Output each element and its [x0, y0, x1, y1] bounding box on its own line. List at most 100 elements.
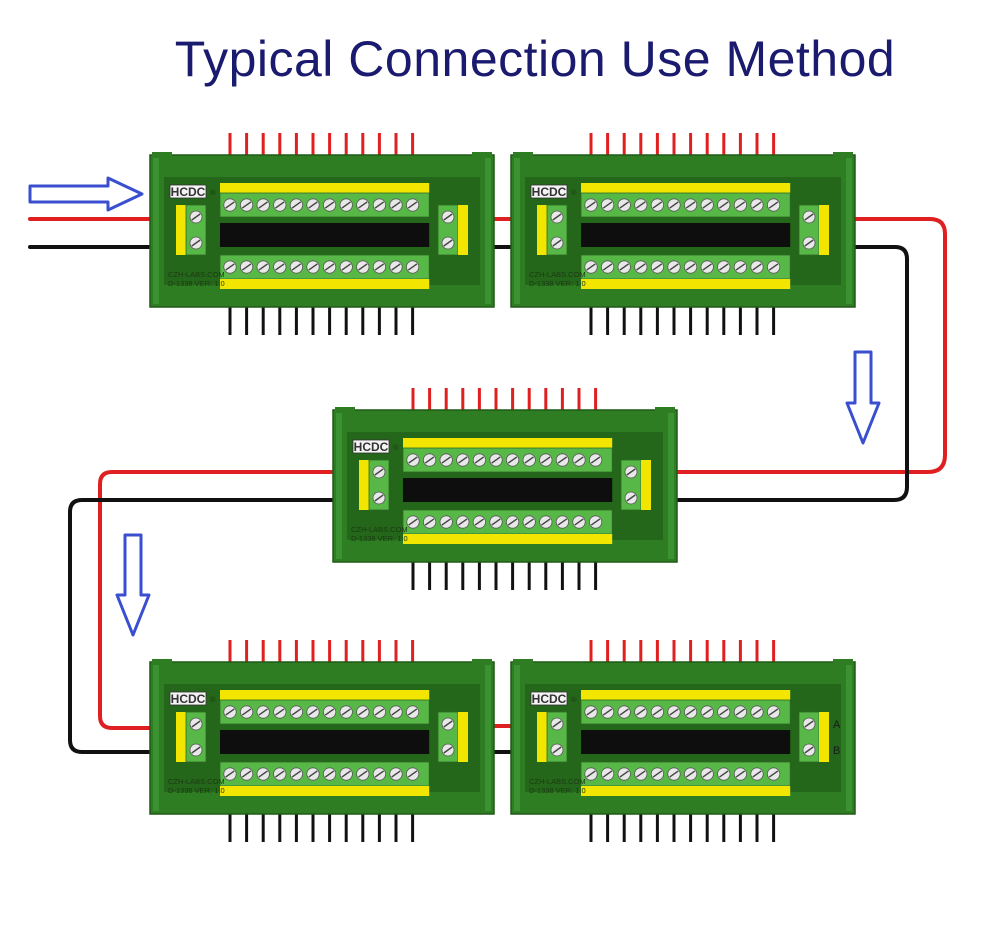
screw-slot — [702, 263, 712, 271]
lower-terminal-yellow — [403, 534, 613, 544]
brand-label: HCDC — [532, 185, 567, 199]
lower-screw — [406, 515, 420, 529]
lower-screw — [423, 515, 437, 529]
lower-screw — [617, 260, 631, 274]
brand-label: HCDC — [532, 692, 567, 706]
upper-screw — [273, 705, 287, 719]
lower-screw — [472, 515, 486, 529]
screw-slot — [652, 770, 663, 778]
lower-screw — [555, 515, 569, 529]
right-ab-yellow — [641, 460, 651, 510]
right-screw-b — [802, 236, 816, 250]
lower-screw — [306, 767, 320, 781]
left-ab-yellow — [176, 205, 186, 255]
lower-screw — [240, 260, 254, 274]
screw-slot — [441, 456, 451, 464]
screw-slot — [524, 518, 534, 526]
screw-slot — [341, 708, 351, 716]
upper-screw — [256, 705, 270, 719]
lower-screw — [650, 767, 664, 781]
upper-screw — [634, 198, 648, 212]
upper-screw — [389, 198, 403, 212]
screw-slot — [391, 263, 401, 271]
upper-screw — [601, 198, 615, 212]
screw-slot — [191, 746, 201, 754]
registered-mark: ® — [210, 695, 216, 704]
lower-screw — [306, 260, 320, 274]
left-screw-a — [189, 717, 203, 731]
screw-slot — [241, 263, 252, 271]
screw-slot — [626, 468, 636, 476]
screw-slot — [541, 518, 551, 526]
screw-slot — [652, 263, 663, 271]
lower-screw — [389, 767, 403, 781]
screw-slot — [685, 708, 696, 716]
screw-slot — [619, 201, 629, 209]
upper-screw — [339, 705, 353, 719]
lower-screw — [601, 767, 615, 781]
model-label: D-1338 VER: 1.0 — [168, 786, 225, 795]
rail-clip-tl — [513, 152, 533, 158]
lower-terminal-yellow — [581, 279, 791, 289]
registered-mark: ® — [393, 443, 399, 452]
lower-screw — [389, 260, 403, 274]
rail-edge-right — [485, 158, 491, 304]
screw-slot — [241, 201, 252, 209]
screw-slot — [524, 456, 534, 464]
lower-screw — [356, 260, 370, 274]
upper-screw — [289, 705, 303, 719]
screw-slot — [308, 708, 318, 716]
screw-slot — [552, 239, 562, 247]
header-strip — [403, 478, 613, 502]
rail-edge-left — [514, 665, 520, 811]
lower-screw — [750, 767, 764, 781]
screw-slot — [324, 708, 335, 716]
lower-screw — [289, 767, 303, 781]
screw-slot — [574, 456, 584, 464]
screw-slot — [241, 708, 252, 716]
screw-slot — [552, 720, 562, 728]
upper-screw — [700, 198, 714, 212]
screw-slot — [374, 770, 385, 778]
screw-slot — [374, 263, 385, 271]
upper-screw — [684, 198, 698, 212]
screw-slot — [391, 708, 401, 716]
upper-screw — [323, 705, 337, 719]
lower-screw — [700, 260, 714, 274]
screw-slot — [275, 201, 285, 209]
link-3-4-red — [98, 470, 367, 730]
screw-slot — [804, 239, 814, 247]
screw-slot — [225, 263, 235, 271]
screw-slot — [602, 201, 613, 209]
model-label: D-1338 VER: 1.0 — [168, 279, 225, 288]
upper-screw — [667, 705, 681, 719]
site-label: CZH-LABS.COM — [529, 777, 586, 786]
lower-screw — [223, 260, 237, 274]
screw-slot — [586, 263, 596, 271]
screw-slot — [225, 708, 235, 716]
lower-screw — [601, 260, 615, 274]
screw-slot — [374, 708, 385, 716]
lower-terminal-yellow — [581, 786, 791, 796]
rail-clip-tr — [472, 659, 492, 665]
lower-screw — [634, 260, 648, 274]
upper-screw — [506, 453, 520, 467]
upper-screw — [750, 198, 764, 212]
lower-screw — [356, 767, 370, 781]
brand-tag — [169, 184, 207, 199]
screw-slot — [804, 213, 814, 221]
lower-screw — [684, 260, 698, 274]
upper-screw — [273, 198, 287, 212]
screw-slot — [374, 201, 385, 209]
lower-screw — [256, 767, 270, 781]
screw-slot — [491, 518, 501, 526]
upper-screw — [588, 453, 603, 467]
screw-slot — [719, 263, 729, 271]
upper-screw — [539, 453, 553, 467]
left-screw-b — [550, 236, 564, 250]
lower-screw — [572, 515, 586, 529]
header-strip — [581, 223, 791, 247]
brand-label: HCDC — [171, 692, 206, 706]
